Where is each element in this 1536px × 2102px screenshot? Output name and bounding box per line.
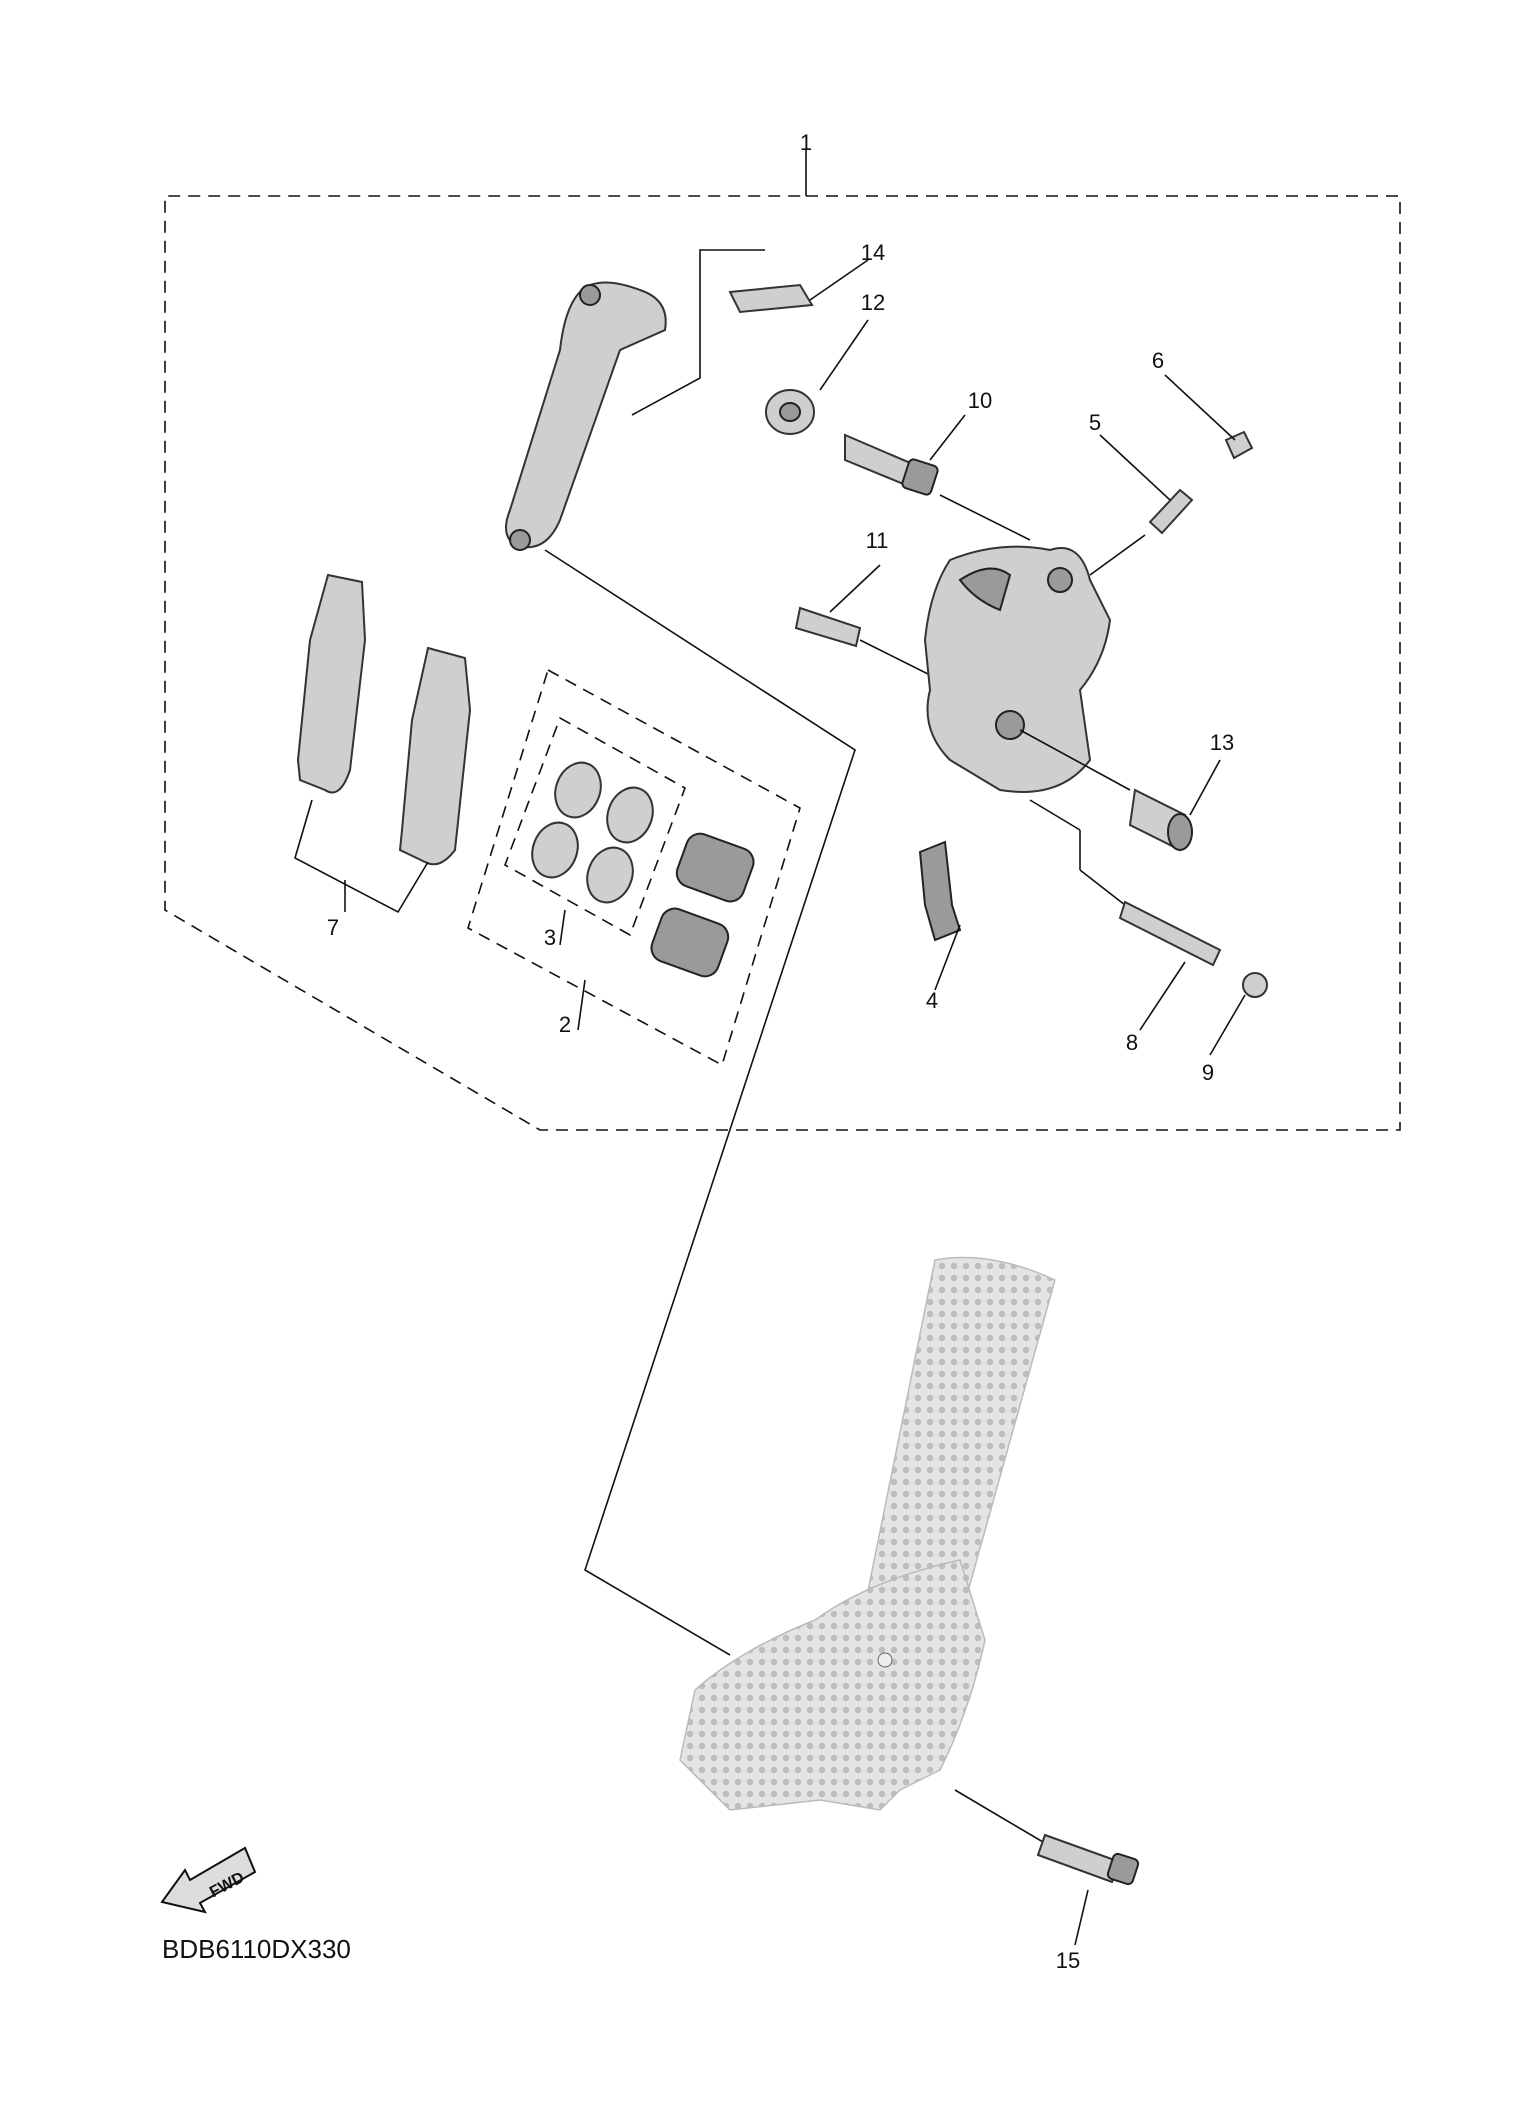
nut-9 <box>1242 972 1268 998</box>
pad-support <box>918 840 962 942</box>
bleed-screw <box>1148 488 1194 535</box>
piston-seal-kit <box>467 668 801 1067</box>
callout-7: 7 <box>327 915 339 940</box>
boot <box>765 389 815 435</box>
callout-15: 15 <box>1056 1948 1080 1973</box>
callout-13: 13 <box>1210 730 1234 755</box>
callout-6: 6 <box>1152 348 1164 373</box>
bolt-8 <box>1118 900 1222 967</box>
callout-14: 14 <box>861 240 885 265</box>
callout-8: 8 <box>1126 1030 1138 1055</box>
fork-bolt <box>1036 1833 1140 1886</box>
callout-9: 9 <box>1202 1060 1214 1085</box>
callout-3: 3 <box>544 925 556 950</box>
pad-spring <box>728 283 814 314</box>
caliper-bracket <box>505 249 765 551</box>
fwd-arrow-icon: FWD <box>160 1846 257 1914</box>
callout-11: 11 <box>866 528 889 553</box>
brake-pads <box>294 573 472 914</box>
caliper-body <box>923 534 1146 906</box>
callout-2: 2 <box>559 1012 571 1037</box>
callouts: 1 2 3 4 5 6 7 8 9 10 11 12 13 14 15 <box>327 130 1234 1973</box>
callout-leaders <box>344 259 1246 1946</box>
sleeve <box>1128 788 1193 852</box>
pin-bolt-10 <box>844 433 1031 541</box>
callout-12: 12 <box>861 290 885 315</box>
callout-4: 4 <box>926 988 938 1013</box>
callout-5: 5 <box>1089 410 1101 435</box>
assembly-boundary <box>164 150 1401 1131</box>
front-fork <box>679 1256 1066 1856</box>
callout-1: 1 <box>800 130 812 155</box>
callout-10: 10 <box>968 388 992 413</box>
diagram-code: BDB6110DX330 <box>162 1934 351 1964</box>
